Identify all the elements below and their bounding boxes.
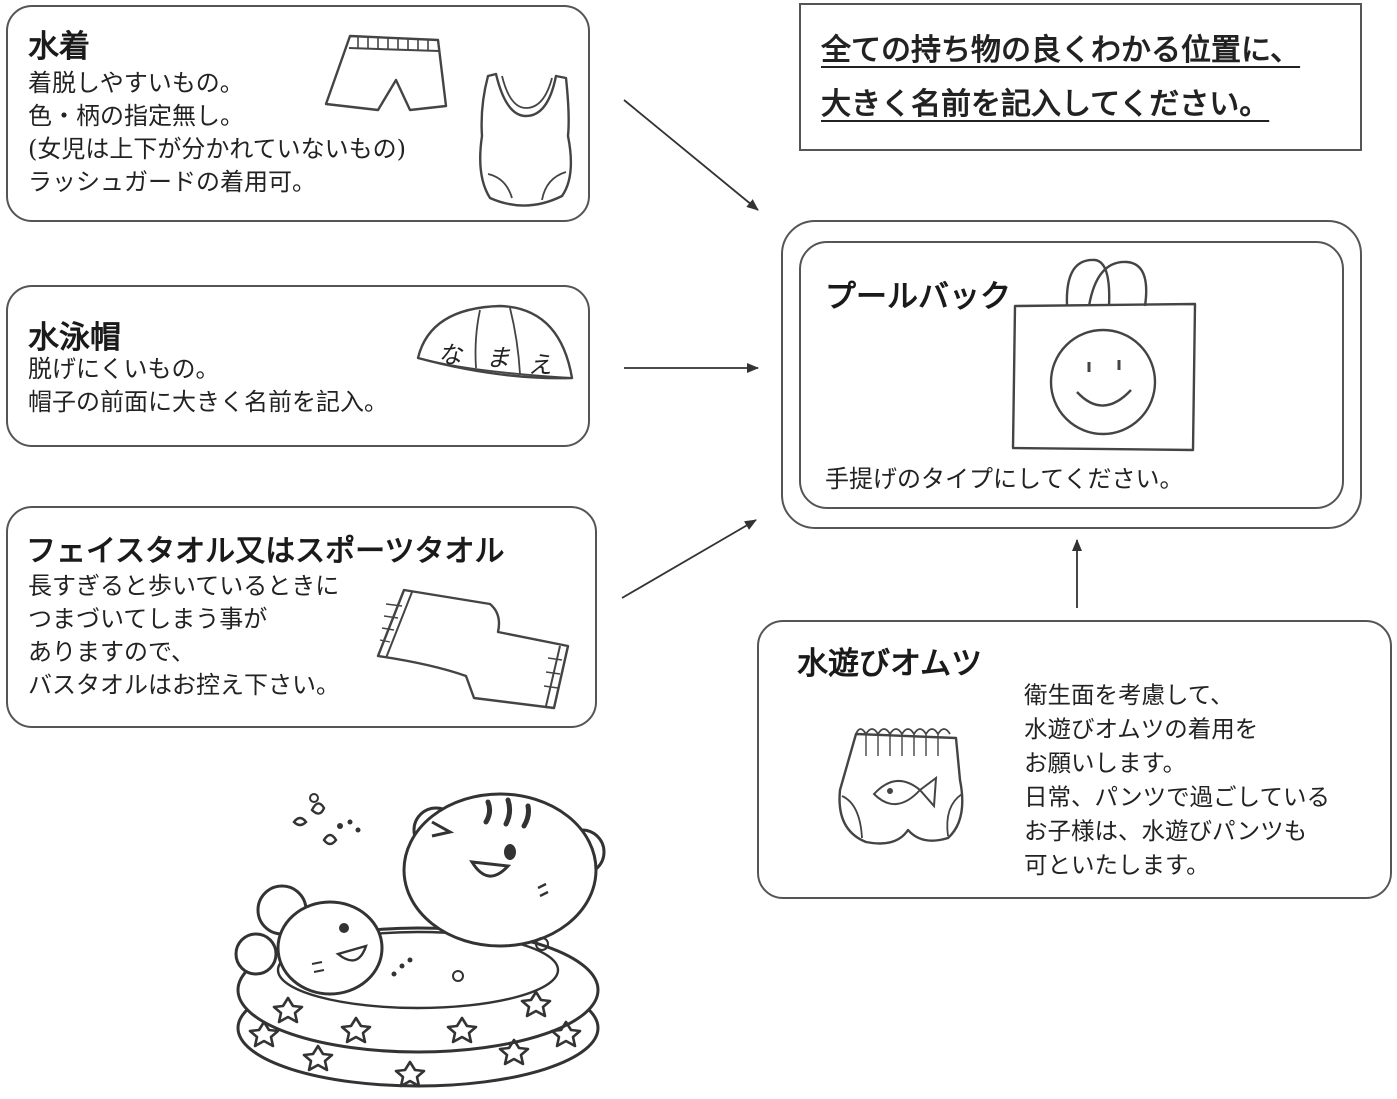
swim-cap-description: 脱げにくいもの。 帽子の前面に大きく名前を記入。 xyxy=(28,353,388,419)
one-piece-swimsuit-icon xyxy=(479,72,573,207)
arrow-towel-to-bag xyxy=(621,519,757,599)
towel-title: フェイスタオル又はスポーツタオル xyxy=(26,534,505,569)
swimsuit-description: 着脱しやすいもの。 色・柄の指定無し。 (女児は上下が分かれていないもの) ラッ… xyxy=(28,67,406,199)
swim-diaper-box: 水遊びオムツ 衛生面を考慮して、 水遊びオムツの着用を お願いします。 日常、パ… xyxy=(757,620,1392,899)
pool-bag-title: プールバック xyxy=(825,279,1011,315)
notice-line: 全ての持ち物の良くわかる位置に、 xyxy=(821,33,1301,68)
animals-in-pool-illustration xyxy=(234,792,606,1088)
notice-box: 全ての持ち物の良くわかる位置に、 大きく名前を記入してください。 xyxy=(799,3,1362,151)
swim-diaper-line: 衛生面を考慮して、 xyxy=(1024,681,1234,709)
swimsuit-box: 水着 着脱しやすいもの。 色・柄の指定無し。 (女児は上下が分かれていないもの)… xyxy=(6,5,590,222)
towel-icon xyxy=(376,588,570,710)
swim-diaper-line: 可といたします。 xyxy=(1024,851,1210,879)
pool-bag-note: 手提げのタイプにしてください。 xyxy=(825,465,1184,493)
swim-diaper-line: 水遊びオムツの着用を xyxy=(1024,715,1259,743)
swimsuit-line: (女児は上下が分かれていないもの) xyxy=(28,135,407,163)
notice-line: 大きく名前を記入してください。 xyxy=(821,87,1270,122)
arrow-swimsuit-to-bag xyxy=(623,99,759,211)
swim-diaper-title: 水遊びオムツ xyxy=(797,646,983,682)
swimsuit-title: 水着 xyxy=(28,29,90,65)
tote-bag-icon xyxy=(1011,258,1197,452)
swim-cap-box: 水泳帽 脱げにくいもの。 帽子の前面に大きく名前を記入。 xyxy=(6,285,590,447)
towel-line: つまづいてしまう事が xyxy=(28,605,268,633)
swimsuit-line: 着脱しやすいもの。 xyxy=(28,69,244,97)
swim-diaper-line: お子様は、水遊びパンツも xyxy=(1024,817,1308,845)
swimsuit-line: 色・柄の指定無し。 xyxy=(28,102,244,130)
swim-cap-line: 帽子の前面に大きく名前を記入。 xyxy=(28,388,388,416)
swim-trunks-icon xyxy=(324,34,448,112)
swim-diaper-line: お願いします。 xyxy=(1024,749,1187,777)
cap-name-label: な xyxy=(438,341,462,369)
swim-diaper-description: 衛生面を考慮して、 水遊びオムツの着用を お願いします。 日常、パンツで過ごして… xyxy=(1024,678,1330,882)
swim-diaper-icon xyxy=(838,728,964,845)
swim-diaper-line: 日常、パンツで過ごしている xyxy=(1024,783,1330,811)
towel-line: バスタオルはお控え下さい。 xyxy=(28,671,340,699)
swim-cap-line: 脱げにくいもの。 xyxy=(28,355,220,383)
swim-cap-icon xyxy=(416,304,574,380)
swim-cap-title: 水泳帽 xyxy=(28,320,121,356)
pool-bag-box: プールバック 手提げのタイプにしてください。 xyxy=(799,241,1344,509)
towel-line: ありますので、 xyxy=(28,638,196,666)
cap-name-label: ま xyxy=(486,344,510,372)
swimsuit-line: ラッシュガードの着用可。 xyxy=(28,168,316,196)
towel-line: 長すぎると歩いているときに xyxy=(28,572,340,600)
cap-name-label: え xyxy=(528,351,552,379)
towel-description: 長すぎると歩いているときに つまづいてしまう事が ありますので、 バスタオルはお… xyxy=(28,570,340,702)
